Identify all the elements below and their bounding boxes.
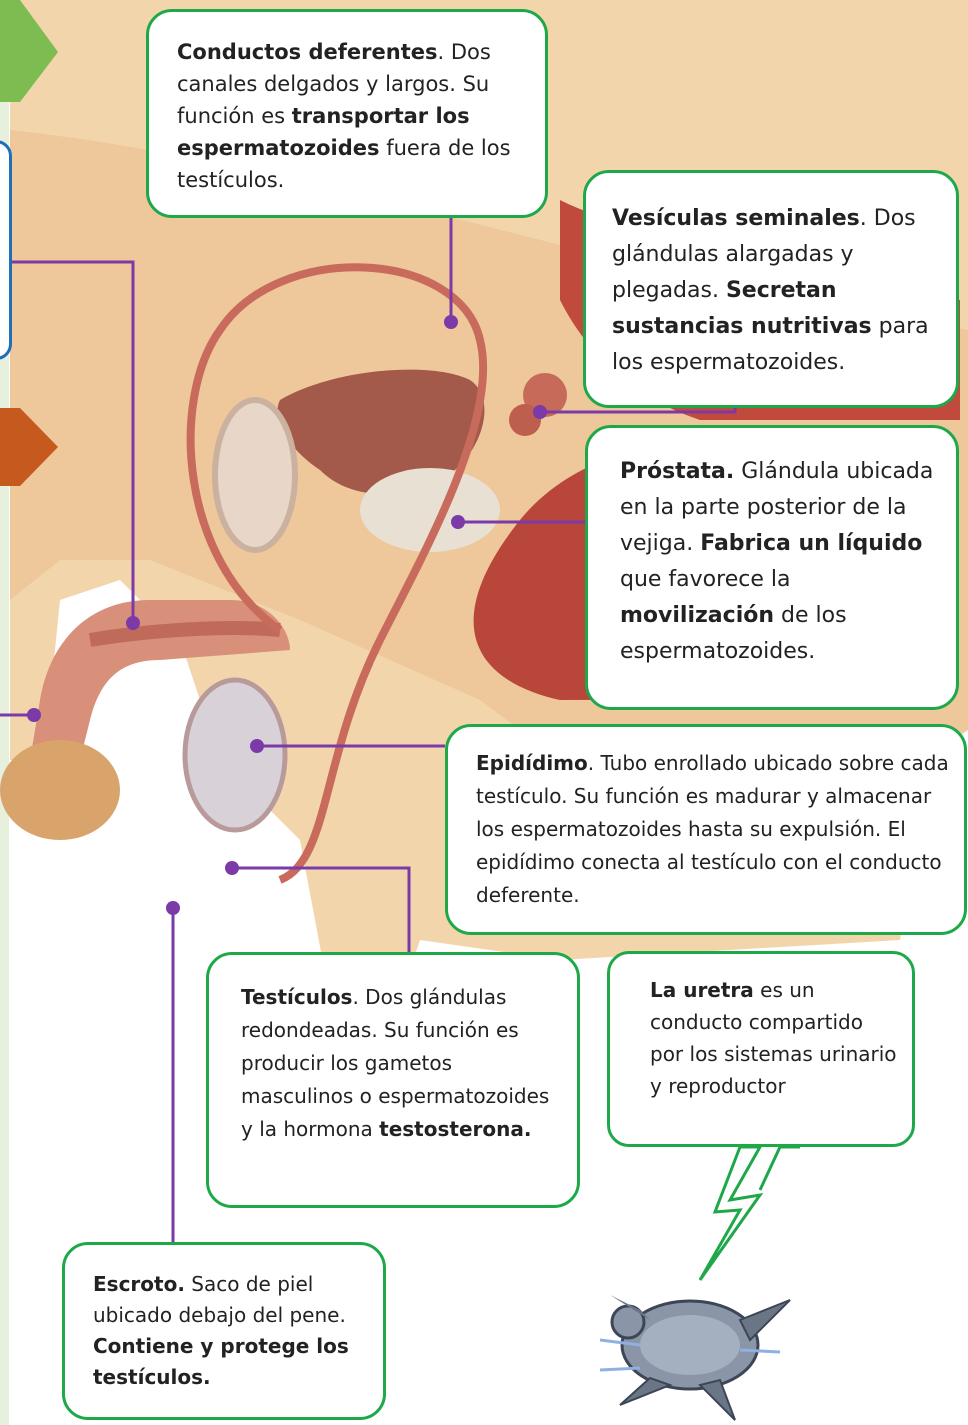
- vesiculas-title: Vesículas seminales: [612, 206, 860, 231]
- testicle: [185, 680, 285, 830]
- glans: [0, 740, 120, 840]
- speech-bubble-uretra: La uretra es un conducto compartido por …: [607, 951, 915, 1147]
- prostata-title: Próstata.: [620, 459, 734, 484]
- epididimo-title: Epidídimo: [476, 751, 588, 775]
- turtle-icon: [600, 1295, 790, 1420]
- dot-penis-duct: [126, 616, 140, 630]
- label-prostata: Próstata. Glándula ubicada en la parte p…: [585, 425, 959, 710]
- dot-penis: [27, 708, 41, 722]
- left-info-box: [0, 140, 12, 360]
- dot-prostata: [451, 515, 465, 529]
- testiculos-bold-1: testosterona.: [379, 1117, 531, 1141]
- label-vesiculas-seminales: Vesículas seminales. Dos glándulas alarg…: [583, 170, 959, 408]
- pubic-bone: [215, 400, 295, 550]
- conductos-title: Conductos deferentes: [177, 40, 437, 64]
- uretra-title: La uretra: [650, 978, 754, 1002]
- testiculos-title: Testículos: [241, 985, 352, 1009]
- lightning-bolt-icon: [700, 1147, 800, 1280]
- dot-escroto: [166, 901, 180, 915]
- escroto-bold-1: Contiene y protege los testículos.: [93, 1334, 349, 1389]
- prostata-text-2: que favorece la: [620, 567, 790, 592]
- label-escroto: Escroto. Saco de piel ubicado debajo del…: [62, 1242, 386, 1420]
- label-testiculos: Testículos. Dos glándulas redondeadas. S…: [206, 952, 580, 1208]
- label-conductos-deferentes: Conductos deferentes. Dos canales delgad…: [146, 9, 548, 218]
- dot-testiculos: [225, 861, 239, 875]
- prostata-bold-1: Fabrica un líquido: [700, 531, 922, 556]
- dot-vesiculas: [533, 405, 547, 419]
- label-epididimo: Epidídimo. Tubo enrollado ubicado sobre …: [445, 724, 967, 935]
- dot-epididimo: [250, 739, 264, 753]
- escroto-title: Escroto.: [93, 1272, 185, 1296]
- dot-conductos: [444, 315, 458, 329]
- prostata-bold-2: movilización: [620, 603, 774, 628]
